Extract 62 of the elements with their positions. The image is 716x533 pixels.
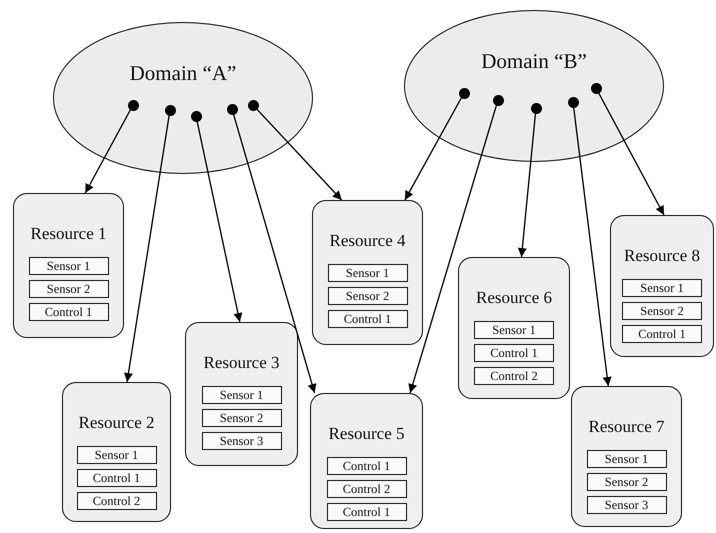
resource-title: Resource 8 [624, 246, 700, 266]
component-box: Control 2 [474, 366, 554, 384]
component-box: Control 1 [76, 468, 156, 486]
connection-dot [530, 102, 542, 114]
resource-title: Resource 7 [588, 417, 664, 437]
arrow [232, 114, 316, 394]
arrow [256, 108, 342, 200]
resource-title: Resource 3 [203, 353, 280, 373]
resource-title: Resource 5 [328, 424, 404, 444]
component-box: Sensor 1 [474, 320, 554, 338]
connection-dot [226, 104, 238, 114]
connection-dot [190, 110, 202, 122]
domain-title: Domain “A” [128, 61, 238, 86]
component-box: Sensor 1 [622, 278, 702, 296]
resource-box [458, 257, 570, 399]
component-box: Control 1 [28, 302, 108, 320]
resource-box [610, 215, 714, 357]
arrow [124, 115, 170, 382]
arrow [518, 113, 536, 258]
component-box: Control 2 [326, 480, 406, 498]
connection-dot [492, 94, 504, 106]
resource-title: Resource 6 [476, 288, 552, 308]
resource-box [185, 322, 298, 466]
arrow [84, 110, 131, 194]
resource-box [13, 193, 124, 338]
component-box: Control 2 [76, 492, 156, 510]
component-box: Sensor 2 [586, 472, 666, 490]
component-box: Sensor 2 [622, 302, 702, 320]
resource-box [312, 200, 423, 345]
arrow [598, 92, 665, 216]
resource-title: Resource 2 [78, 413, 154, 433]
resource-title: Resource 4 [329, 231, 406, 251]
connection-dot [128, 100, 138, 110]
resource-box [571, 386, 682, 527]
arrow [404, 98, 462, 200]
component-box: Sensor 2 [28, 280, 108, 298]
component-box: Sensor 1 [328, 264, 408, 282]
resource-title: Resource 1 [30, 224, 106, 244]
resource-box [310, 393, 423, 529]
component-box: Control 1 [622, 324, 702, 342]
domain-title: Domain “B” [480, 49, 588, 74]
component-box: Sensor 2 [328, 286, 408, 304]
connection-dot [590, 82, 602, 94]
component-box: Control 1 [328, 310, 408, 328]
component-box: Sensor 3 [586, 496, 666, 514]
component-box: Sensor 2 [202, 408, 282, 426]
component-box: Sensor 1 [586, 450, 666, 468]
arrow [196, 121, 242, 322]
component-box: Control 1 [326, 456, 406, 474]
arrow [408, 105, 498, 394]
component-box: Sensor 3 [202, 432, 282, 450]
component-box: Control 1 [326, 502, 406, 520]
connection-dot [458, 88, 470, 98]
connection-dot [568, 96, 578, 108]
component-box: Control 1 [474, 344, 554, 362]
component-box: Sensor 1 [28, 256, 108, 274]
component-box: Sensor 1 [202, 386, 282, 404]
resource-box [62, 382, 171, 522]
connection-dot [248, 100, 258, 110]
arrow [573, 107, 612, 386]
connection-dot [164, 104, 176, 116]
component-box: Sensor 1 [76, 446, 156, 464]
